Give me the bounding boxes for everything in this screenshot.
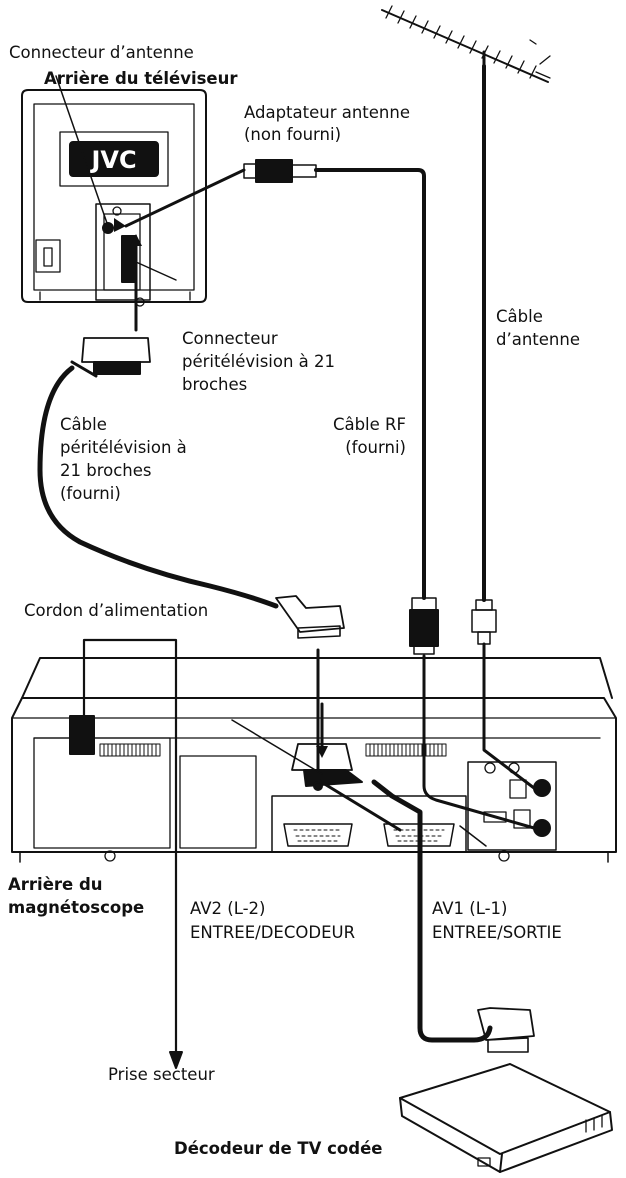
label-scart-connector-3: broches bbox=[182, 375, 248, 394]
label-scart-connector-1: Connecteur bbox=[182, 329, 278, 348]
pointer-lines bbox=[55, 75, 487, 847]
label-av1-1: AV1 (L-1) bbox=[432, 899, 508, 918]
label-scart-cable-3: 21 broches bbox=[60, 461, 152, 480]
label-antenna-adapter-2: (non fourni) bbox=[244, 125, 342, 144]
label-scart-connector-2: péritélévision à 21 bbox=[182, 352, 336, 371]
scart-plug-tv bbox=[70, 337, 151, 378]
pointer-arrows bbox=[124, 168, 324, 756]
tv-brand-logo: JVC bbox=[89, 146, 136, 174]
antenna-adapter-icon bbox=[243, 159, 317, 183]
label-rf-cable-1: Câble RF bbox=[332, 415, 406, 434]
label-av1-2: ENTREE/SORTIE bbox=[432, 923, 562, 942]
scart-plug-vcr-av2 bbox=[291, 743, 363, 787]
vcr-rear-icon bbox=[11, 657, 617, 863]
power-cord bbox=[82, 638, 183, 1069]
label-antenna-adapter-1: Adaptateur antenne bbox=[244, 103, 410, 122]
scart-plug-decoder bbox=[477, 1007, 535, 1053]
label-mains-outlet: Prise secteur bbox=[108, 1065, 215, 1084]
label-decoder: Décodeur de TV codée bbox=[174, 1139, 383, 1158]
label-av2-2: ENTREE/DECODEUR bbox=[190, 923, 356, 942]
label-antenna-connector: Connecteur d’antenne bbox=[9, 43, 194, 62]
label-scart-cable-1: Câble bbox=[60, 415, 107, 434]
label-vcr-rear-1: Arrière du bbox=[8, 875, 103, 894]
label-av2-1: AV2 (L-2) bbox=[190, 899, 266, 918]
label-rf-cable-2: (fourni) bbox=[345, 438, 406, 457]
label-tv-rear: Arrière du téléviseur bbox=[44, 69, 238, 88]
scart-cable bbox=[37, 365, 493, 1043]
rf-plug-left bbox=[409, 597, 439, 655]
label-antenna-cable-1: Câble bbox=[496, 307, 543, 326]
label-power-cord: Cordon d’alimentation bbox=[24, 601, 209, 620]
decoder-icon bbox=[399, 1063, 613, 1173]
scart-plug-vcr-side bbox=[275, 595, 345, 639]
rf-plug-right bbox=[471, 599, 497, 645]
label-vcr-rear-2: magnétoscope bbox=[8, 898, 145, 917]
antenna-icon bbox=[381, 5, 551, 83]
label-antenna-cable-2: d’antenne bbox=[496, 330, 580, 349]
label-scart-cable-2: péritélévision à bbox=[60, 438, 187, 457]
tv-rear-icon bbox=[21, 89, 207, 307]
rf-cable bbox=[314, 168, 426, 600]
label-scart-cable-4: (fourni) bbox=[60, 484, 121, 503]
